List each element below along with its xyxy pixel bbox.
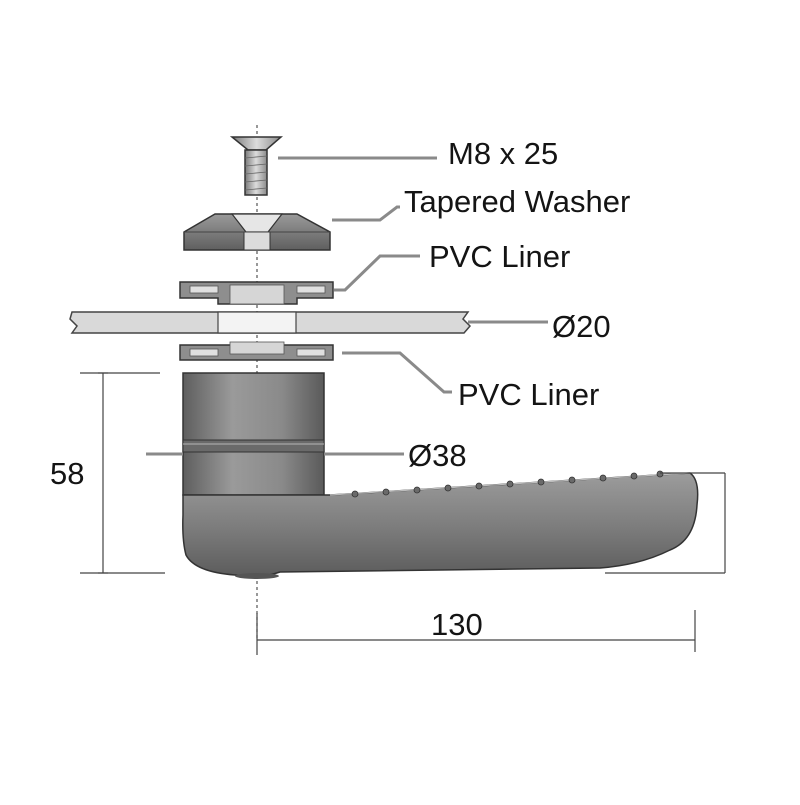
height-dimension-label: 58	[50, 456, 85, 491]
lever-handle	[182, 470, 699, 579]
length-dimension-label: 130	[431, 607, 483, 642]
bolt-m8x25	[229, 136, 284, 196]
glass-panel	[69, 311, 472, 334]
pvc-liner-bottom-label: PVC Liner	[458, 377, 600, 412]
rosette-cylinder	[182, 372, 325, 496]
rosette-diameter-label: Ø38	[408, 438, 467, 473]
glass-hole-diameter-label: Ø20	[552, 309, 611, 344]
pvc-liner-top	[179, 281, 334, 305]
leader-washer	[332, 205, 400, 222]
pvc-liner-bottom	[179, 341, 334, 361]
tapered-washer-label: Tapered Washer	[404, 184, 631, 219]
tapered-washer	[183, 213, 331, 251]
bolt-label: M8 x 25	[448, 136, 559, 171]
length-dimension	[256, 610, 696, 655]
leader-liner-top	[334, 254, 420, 292]
grip-dots	[351, 470, 664, 498]
leader-liner-bottom	[342, 351, 452, 394]
pvc-liner-top-label: PVC Liner	[429, 239, 571, 274]
height-dimension	[80, 372, 165, 574]
right-extension-lines	[605, 472, 726, 574]
